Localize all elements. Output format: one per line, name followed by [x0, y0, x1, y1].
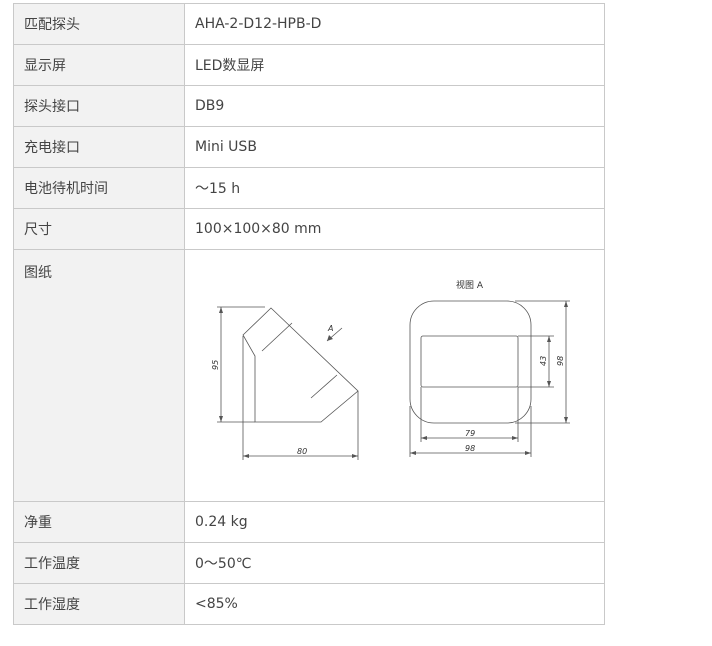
- side-view: [217, 306, 359, 460]
- arrowhead: [410, 451, 416, 455]
- front-view-outer: [409, 300, 532, 424]
- spec-value: DB9: [184, 85, 605, 127]
- side-view-band-edge: [310, 374, 338, 399]
- side-view-outline: [242, 307, 359, 423]
- arrowhead: [421, 436, 427, 440]
- front-outer-height-label: 98: [556, 356, 565, 366]
- spec-value: 0～50℃: [184, 542, 605, 584]
- spec-label: 图纸: [13, 249, 185, 502]
- spec-value: ～15 h: [184, 167, 605, 209]
- front-view: [409, 300, 570, 457]
- spec-value: AHA-2-D12-HPB-D: [184, 3, 605, 45]
- technical-drawing: 视图 A A 95 80 79 98 43 98: [211, 279, 570, 460]
- arrowhead: [352, 454, 358, 458]
- drawing-cell: 视图 A A 95 80 79 98 43 98: [184, 249, 605, 502]
- spec-label: 工作湿度: [13, 583, 185, 625]
- arrowhead: [243, 454, 249, 458]
- spec-row-probe-port: 探头接口 DB9: [13, 85, 605, 127]
- side-width-label: 80: [297, 447, 307, 456]
- spec-label: 匹配探头: [13, 3, 185, 45]
- arrowhead: [219, 416, 223, 422]
- spec-table: 匹配探头 AHA-2-D12-HPB-D 显示屏 LED数显屏 探头接口 DB9…: [13, 3, 605, 625]
- spec-value: LED数显屏: [184, 44, 605, 86]
- spec-label: 显示屏: [13, 44, 185, 86]
- front-inner-height-label: 43: [539, 356, 548, 366]
- spec-row-humidity: 工作湿度 <85%: [13, 583, 605, 625]
- side-height-label: 95: [211, 360, 220, 370]
- spec-label: 充电接口: [13, 126, 185, 168]
- arrowhead: [564, 417, 568, 423]
- spec-row-battery: 电池待机时间 ～15 h: [13, 167, 605, 209]
- spec-row-charge-port: 充电接口 Mini USB: [13, 126, 605, 168]
- arrowhead: [547, 381, 551, 387]
- front-inner-width-label: 79: [465, 429, 475, 438]
- spec-value: Mini USB: [184, 126, 605, 168]
- arrowhead: [547, 336, 551, 342]
- view-a-label: 视图 A: [456, 279, 484, 291]
- front-view-screen: [420, 335, 519, 388]
- spec-label: 净重: [13, 501, 185, 543]
- spec-row-temperature: 工作温度 0～50℃: [13, 542, 605, 584]
- view-arrow-label: A: [327, 324, 333, 333]
- arrowhead: [512, 436, 518, 440]
- spec-label: 探头接口: [13, 85, 185, 127]
- spec-value: <85%: [184, 583, 605, 625]
- spec-row-display: 显示屏 LED数显屏: [13, 44, 605, 86]
- spec-label: 电池待机时间: [13, 167, 185, 209]
- arrowhead: [219, 307, 223, 313]
- arrowhead: [525, 451, 531, 455]
- spec-row-weight: 净重 0.24 kg: [13, 501, 605, 543]
- arrowhead: [327, 335, 333, 341]
- spec-row-drawing: 图纸: [13, 249, 605, 502]
- spec-value: 100×100×80 mm: [184, 208, 605, 250]
- spec-value: 0.24 kg: [184, 501, 605, 543]
- spec-row-size: 尺寸 100×100×80 mm: [13, 208, 605, 250]
- side-view-inner-edge: [261, 322, 293, 352]
- spec-label: 尺寸: [13, 208, 185, 250]
- spec-row-probe: 匹配探头 AHA-2-D12-HPB-D: [13, 3, 605, 45]
- arrowhead: [564, 301, 568, 307]
- front-outer-width-label: 98: [465, 444, 475, 453]
- spec-label: 工作温度: [13, 542, 185, 584]
